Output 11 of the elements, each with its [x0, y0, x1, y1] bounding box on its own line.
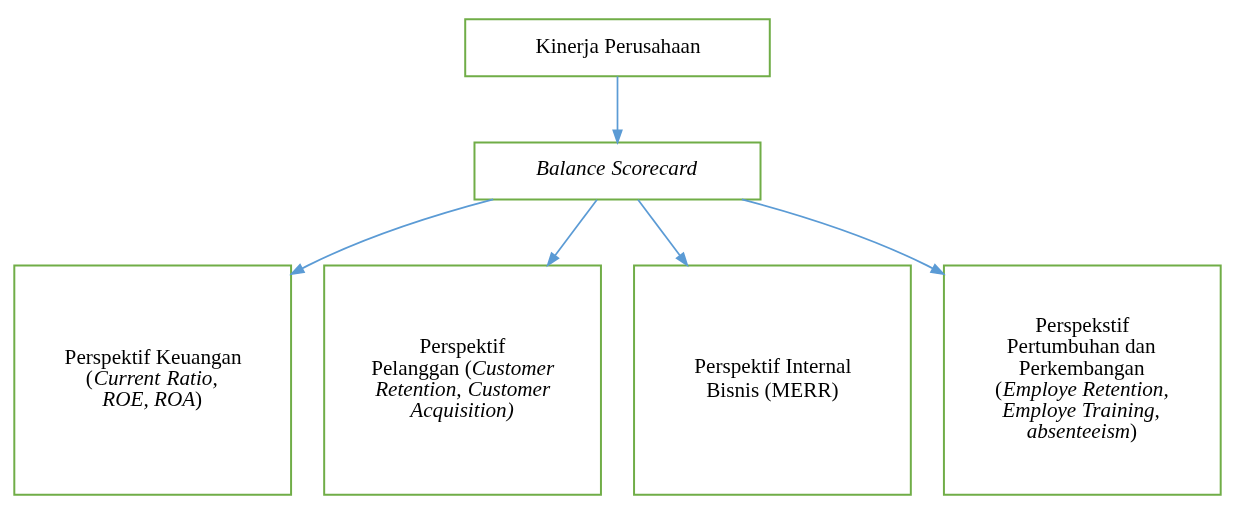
node-box: Perspektif Internal Bisnis (MERR) — [633, 264, 912, 496]
arrow — [612, 75, 623, 145]
node-box: Perspektif Keuangan (Current Ratio, ROE, ROA) — [13, 264, 293, 496]
arrow — [546, 198, 598, 267]
node-box: Perspekstif Pertumbuhan dan Perkembangan (Employe Retention, Employe Training, absenteeism) — [942, 264, 1222, 496]
node-box: Kinerja Perusahaan — [464, 17, 771, 77]
arrow — [740, 198, 946, 275]
arrow — [289, 198, 495, 275]
node-box: Balance Scorecard — [473, 140, 762, 200]
arrow — [637, 198, 689, 267]
node-box: Perspektif Pelanggan (Customer Retention, Customer Acquisition) — [323, 264, 602, 496]
